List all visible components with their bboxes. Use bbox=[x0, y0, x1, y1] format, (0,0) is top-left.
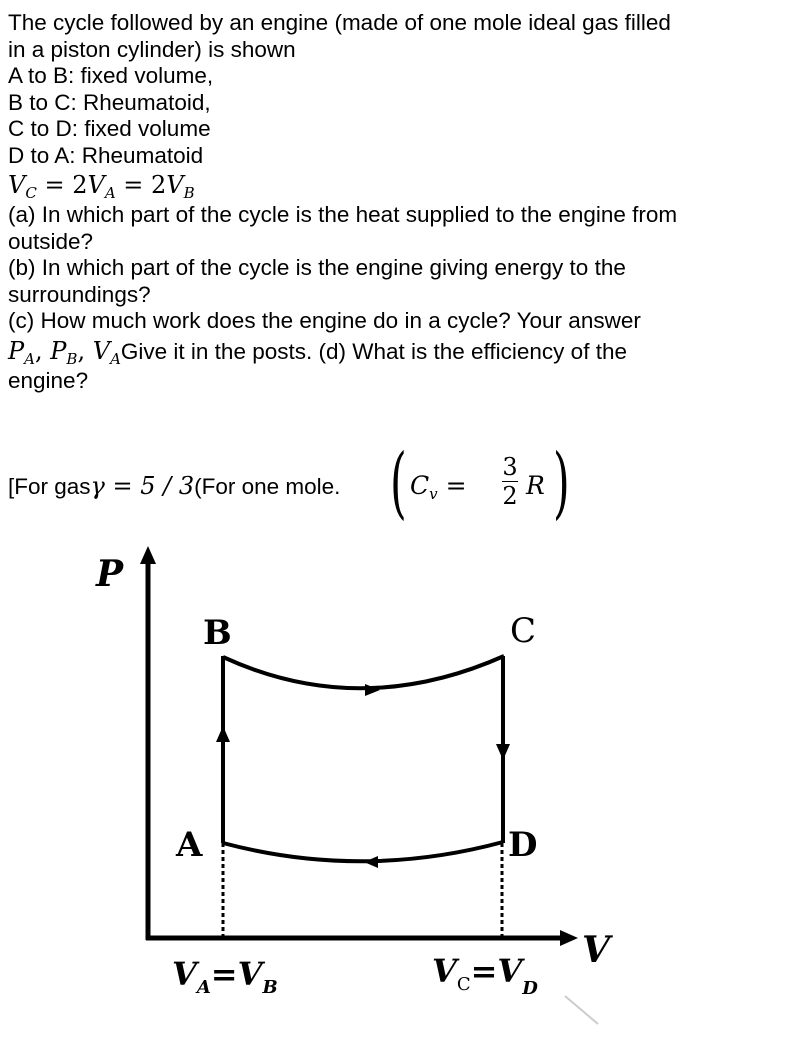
arrow-right-icon bbox=[365, 684, 380, 696]
intro-line-1: The cycle followed by an engine (made of… bbox=[8, 10, 671, 35]
question-text: The cycle followed by an engine (made of… bbox=[8, 10, 793, 394]
r-constant: R bbox=[526, 471, 545, 500]
intro-line-2: in a piston cylinder) is shown bbox=[8, 36, 296, 62]
arrow-left-icon bbox=[364, 856, 378, 868]
label-va-vb: VA=VB bbox=[172, 955, 278, 998]
step-d-a: D to A: Rheumatoid bbox=[8, 142, 204, 168]
volume-relation: VC = 2VA = 2VB bbox=[8, 171, 195, 202]
cv-lhs: Cv = bbox=[410, 471, 467, 503]
p-axis-arrow-icon bbox=[140, 546, 156, 564]
label-d: D bbox=[508, 825, 537, 865]
process-d-a bbox=[222, 840, 504, 864]
arrow-down-icon bbox=[496, 744, 510, 760]
watermark-mark bbox=[564, 995, 599, 1025]
axis-v-label: V bbox=[582, 929, 613, 971]
part-d-line-2: engine? bbox=[8, 367, 89, 393]
label-c: C bbox=[510, 611, 536, 651]
part-c-line-1: (c) How much work does the engine do in … bbox=[8, 308, 641, 333]
answer-variables: PA, PB, VA bbox=[8, 336, 121, 368]
part-c-d-line: PA, PB, VAGive it in the posts. (d) What… bbox=[8, 336, 627, 368]
part-a-line-2: outside? bbox=[8, 228, 94, 254]
step-b-c: B to C: Rheumatoid, bbox=[8, 89, 211, 115]
v-axis-arrow-icon bbox=[560, 930, 578, 946]
label-vc-vd: VC=VD bbox=[432, 952, 538, 999]
label-a: A bbox=[175, 825, 203, 865]
pv-diagram: P V B C A D VA=VB VC=VD bbox=[95, 546, 613, 1025]
given-constants: [For gasγ = 5 / 3(For one mole. ( Cv = 3… bbox=[8, 444, 708, 529]
fraction-3-2: 3 2 bbox=[502, 453, 518, 510]
step-c-d: C to D: fixed volume bbox=[8, 116, 211, 141]
left-paren: ( bbox=[390, 438, 407, 528]
gamma-line: [For gasγ = 5 / 3(For one mole. bbox=[8, 472, 341, 500]
process-b-c bbox=[222, 654, 505, 691]
right-paren: ) bbox=[553, 438, 570, 528]
axis-p-label: P bbox=[95, 553, 124, 595]
part-a-line-1: (a) In which part of the cycle is the he… bbox=[8, 202, 678, 227]
arrow-up-icon bbox=[216, 726, 230, 742]
step-a-b: A to B: fixed volume, bbox=[8, 63, 214, 88]
label-b: B bbox=[203, 613, 232, 653]
part-b-line-1: (b) In which part of the cycle is the en… bbox=[8, 255, 626, 280]
part-b-line-2: surroundings? bbox=[8, 281, 151, 307]
